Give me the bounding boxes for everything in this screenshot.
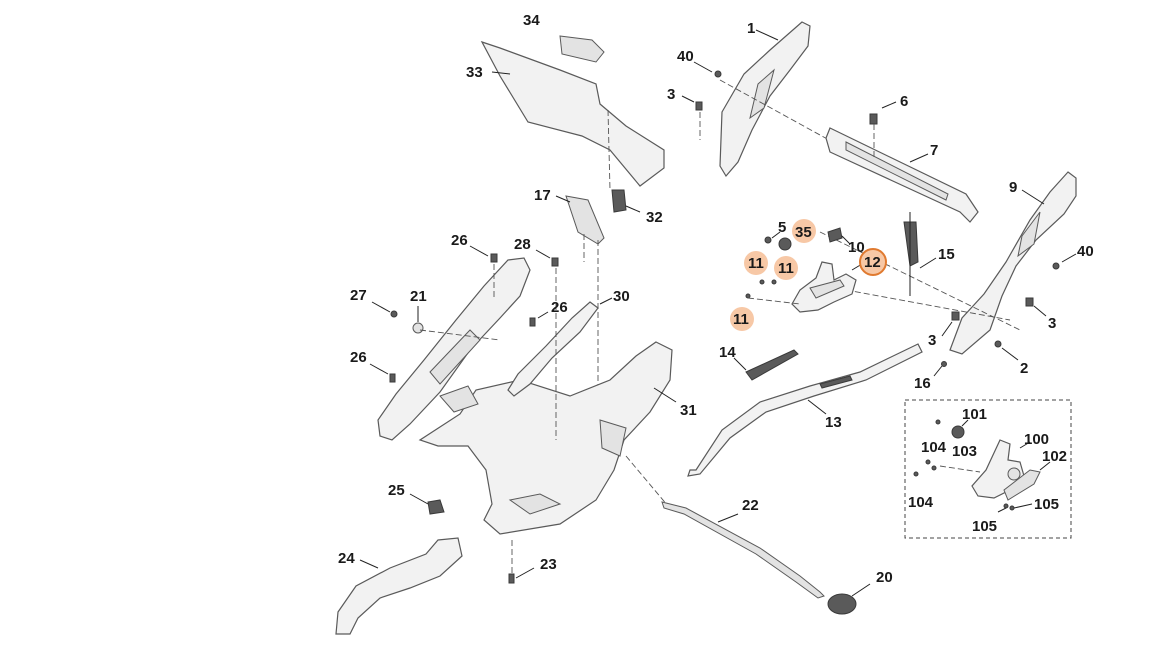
callout-30: 30	[613, 288, 630, 305]
highlight-11b	[774, 256, 798, 280]
highlight-11c	[730, 307, 754, 331]
callout-40b: 40	[1077, 243, 1094, 260]
callout-26a: 26	[451, 232, 468, 249]
callout-14: 14	[719, 344, 736, 361]
highlight-35	[792, 219, 816, 243]
part-31-housing	[418, 341, 673, 535]
callout-26b: 26	[551, 299, 568, 316]
callout-35: 35	[795, 224, 812, 241]
detail-inset-box	[904, 399, 1072, 539]
part-17-grille	[565, 195, 605, 245]
callout-103: 103	[952, 443, 977, 460]
part-20-knob	[827, 593, 857, 615]
part-34-cap	[559, 35, 605, 63]
callout-7: 7	[930, 142, 938, 159]
callout-40a: 40	[677, 48, 694, 65]
part-32-spring	[611, 189, 627, 213]
part-25-clip	[427, 499, 445, 515]
callout-28: 28	[514, 236, 531, 253]
callout-34: 34	[523, 12, 540, 29]
callout-104a: 104	[921, 439, 947, 456]
callout-1: 1	[747, 20, 755, 37]
callout-24: 24	[338, 550, 355, 567]
callout-3b: 3	[1048, 315, 1056, 332]
callout-27: 27	[350, 287, 367, 304]
callout-101: 101	[962, 406, 987, 423]
part-9-side-plate	[949, 171, 1077, 355]
callout-13: 13	[825, 414, 842, 431]
callout-2: 2	[1020, 360, 1028, 377]
callout-11b: 11	[778, 260, 794, 277]
callout-33: 33	[466, 64, 483, 81]
callout-11a: 11	[748, 255, 764, 272]
callout-10: 10	[848, 239, 865, 256]
part-10-clip	[827, 227, 843, 243]
part-35-knob	[778, 237, 792, 251]
part-14-cable	[745, 349, 799, 381]
callout-5: 5	[778, 219, 786, 236]
part-33-cover	[480, 40, 665, 187]
callout-25: 25	[388, 482, 405, 499]
callout-11c: 11	[733, 311, 749, 328]
callout-32: 32	[646, 209, 663, 226]
callout-105a: 105	[1034, 496, 1059, 513]
callout-100: 100	[1024, 431, 1049, 448]
part-24-guard	[335, 537, 463, 635]
callout-105b: 105	[972, 518, 997, 535]
callout-3a: 3	[667, 86, 675, 103]
callout-17: 17	[534, 187, 551, 204]
callout-21: 21	[410, 288, 427, 305]
callout-104b: 104	[908, 494, 934, 511]
callout-102: 102	[1042, 448, 1067, 465]
callout-26c: 26	[350, 349, 367, 366]
callout-20: 20	[876, 569, 893, 586]
highlight-11a	[744, 251, 768, 275]
highlight-12	[859, 248, 887, 276]
callout-12: 12	[864, 254, 881, 271]
callout-16: 16	[914, 375, 931, 392]
part-30-bracket	[507, 301, 599, 397]
callout-3c: 3	[928, 332, 936, 349]
part-13-handle	[687, 343, 923, 477]
part-15-spring	[903, 221, 919, 267]
callout-31: 31	[680, 402, 697, 419]
callout-15: 15	[938, 246, 955, 263]
callout-22: 22	[742, 497, 759, 514]
part-102-link	[1003, 469, 1041, 501]
part-22-rod	[661, 501, 825, 599]
callout-23: 23	[540, 556, 557, 573]
callout-9: 9	[1009, 179, 1017, 196]
callout-6: 6	[900, 93, 908, 110]
